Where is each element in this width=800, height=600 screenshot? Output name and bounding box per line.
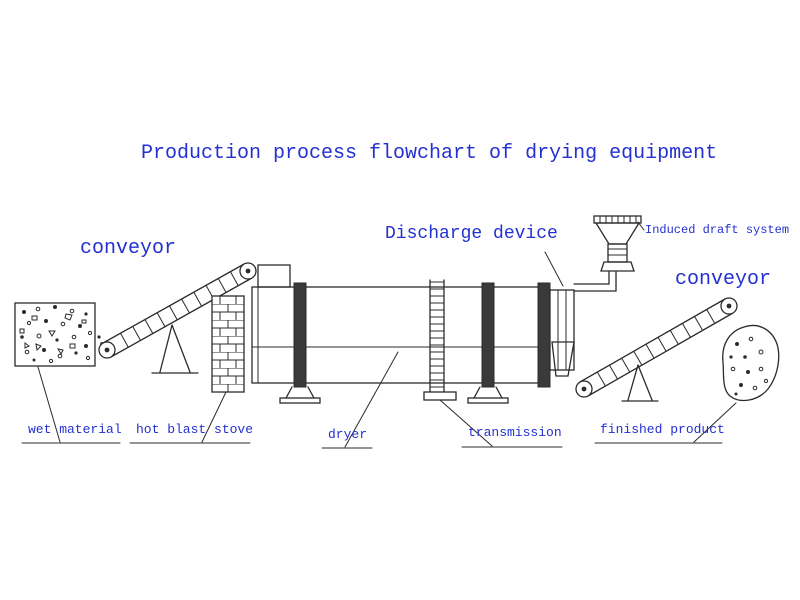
wet-material-drawing <box>14 302 104 367</box>
finished-product-drawing <box>722 324 780 402</box>
transmission-drawing <box>423 279 457 401</box>
label-conveyor-left: conveyor <box>80 237 177 260</box>
hot-blast-stove-drawing <box>211 295 245 393</box>
label-discharge-device: Discharge device <box>385 224 558 244</box>
label-finished-product: finished product <box>600 422 725 437</box>
conveyor-left-drawing <box>98 262 257 374</box>
label-wet-material: wet material <box>28 422 122 437</box>
conveyor-right-drawing <box>575 297 738 402</box>
leader-lines <box>21 221 737 449</box>
label-hot-blast-stove: hot blast stove <box>136 422 254 437</box>
induced-draft-drawing <box>593 215 642 272</box>
dryer-drawing <box>251 264 551 404</box>
discharge-device-drawing <box>549 271 617 377</box>
label-conveyor-right: conveyor <box>675 268 772 291</box>
label-transmission: transmission <box>468 425 562 440</box>
diagram-title: Production process flowchart of drying e… <box>141 142 718 165</box>
label-dryer: dryer <box>328 427 368 442</box>
label-induced-draft-system: Induced draft system <box>645 223 790 237</box>
